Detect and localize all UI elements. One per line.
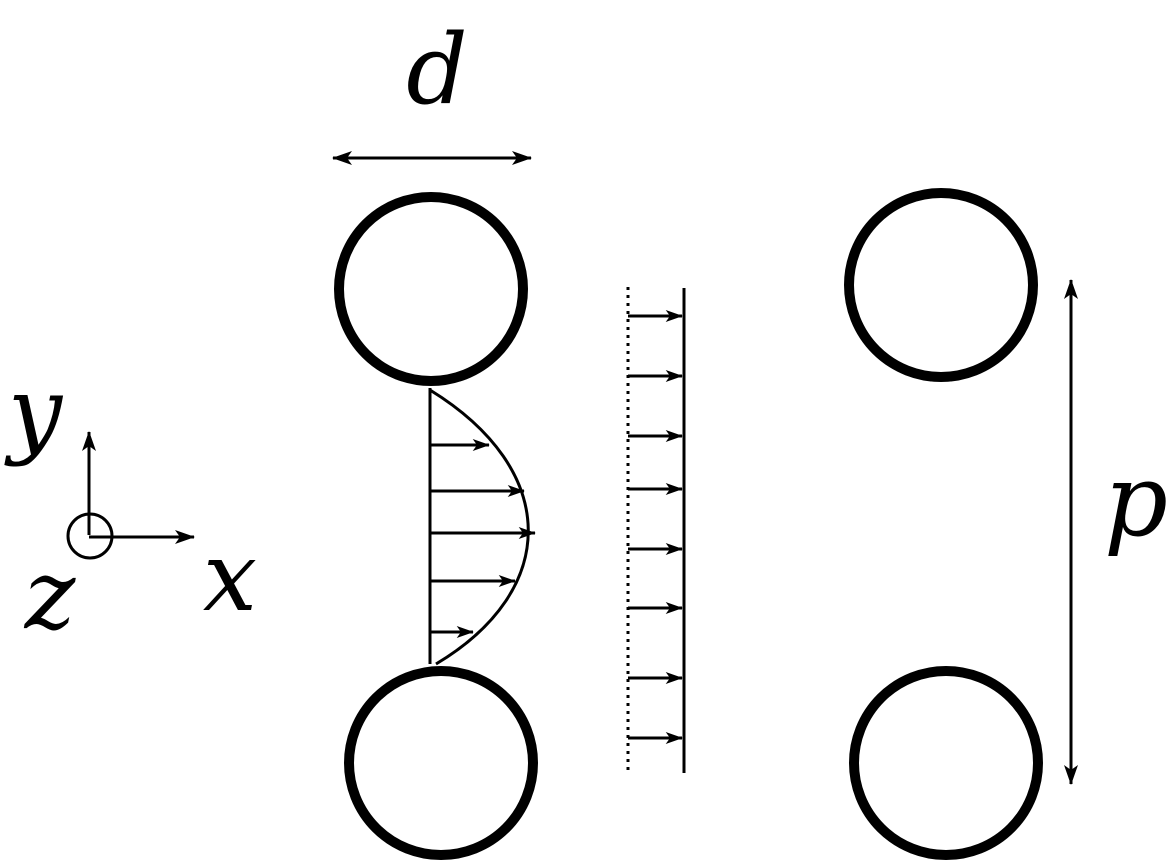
z-out-of-plane-icon [66, 512, 114, 560]
axis-z-label: z [24, 539, 77, 651]
pitch-label: p [1104, 442, 1168, 559]
axis-x-label: x [203, 521, 257, 633]
cylinder-bottom-left [344, 666, 538, 860]
axis-y-label: y [4, 356, 64, 468]
coordinate-axes-icon: y x z [4, 356, 257, 651]
cylinders [334, 188, 1043, 860]
cylinder-top-right [844, 188, 1038, 382]
uniform-velocity-profile [626, 287, 686, 773]
parabola-curve [429, 388, 530, 666]
pitch-dimension: p [1064, 279, 1168, 785]
diameter-dimension: d [332, 14, 532, 165]
parabolic-velocity-profile [428, 388, 536, 666]
cylinder-top-left [334, 192, 528, 386]
cylinder-bottom-right [849, 666, 1043, 860]
diameter-label: d [406, 14, 467, 126]
